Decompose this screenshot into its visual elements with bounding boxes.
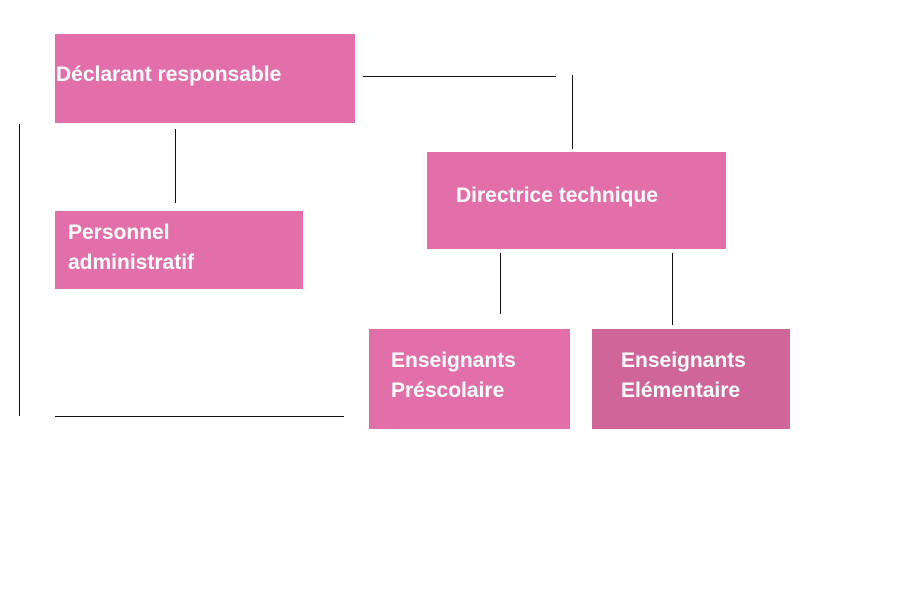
node-label-line-1: Enseignants	[621, 349, 746, 372]
node-personnel-administratif: Personnel administratif	[55, 211, 303, 289]
connector-left-vertical	[19, 124, 20, 416]
connector-directrice-to-prescolaire	[500, 253, 501, 314]
node-declarant-responsable: Déclarant responsable	[55, 34, 355, 123]
node-label-line-2: Préscolaire	[391, 379, 505, 402]
connector-declarant-to-directrice-vertical	[572, 75, 573, 149]
node-label: Directrice technique	[456, 184, 658, 207]
node-enseignants-elementaire: Enseignants Elémentaire	[592, 329, 790, 429]
node-label-line-2: administratif	[68, 251, 195, 274]
connector-declarant-to-directrice-horizontal	[363, 76, 556, 77]
connector-directrice-to-elementaire	[672, 253, 673, 325]
node-enseignants-prescolaire: Enseignants Préscolaire	[369, 329, 570, 429]
node-label-line-1: Enseignants	[391, 349, 516, 372]
node-label-line-2: Elémentaire	[621, 379, 741, 402]
node-directrice-technique: Directrice technique	[427, 152, 726, 249]
node-label: Déclarant responsable	[56, 63, 282, 86]
connector-bottom-horizontal	[55, 416, 344, 417]
connector-declarant-to-personnel	[175, 129, 176, 203]
node-label-line-1: Personnel	[68, 221, 170, 244]
